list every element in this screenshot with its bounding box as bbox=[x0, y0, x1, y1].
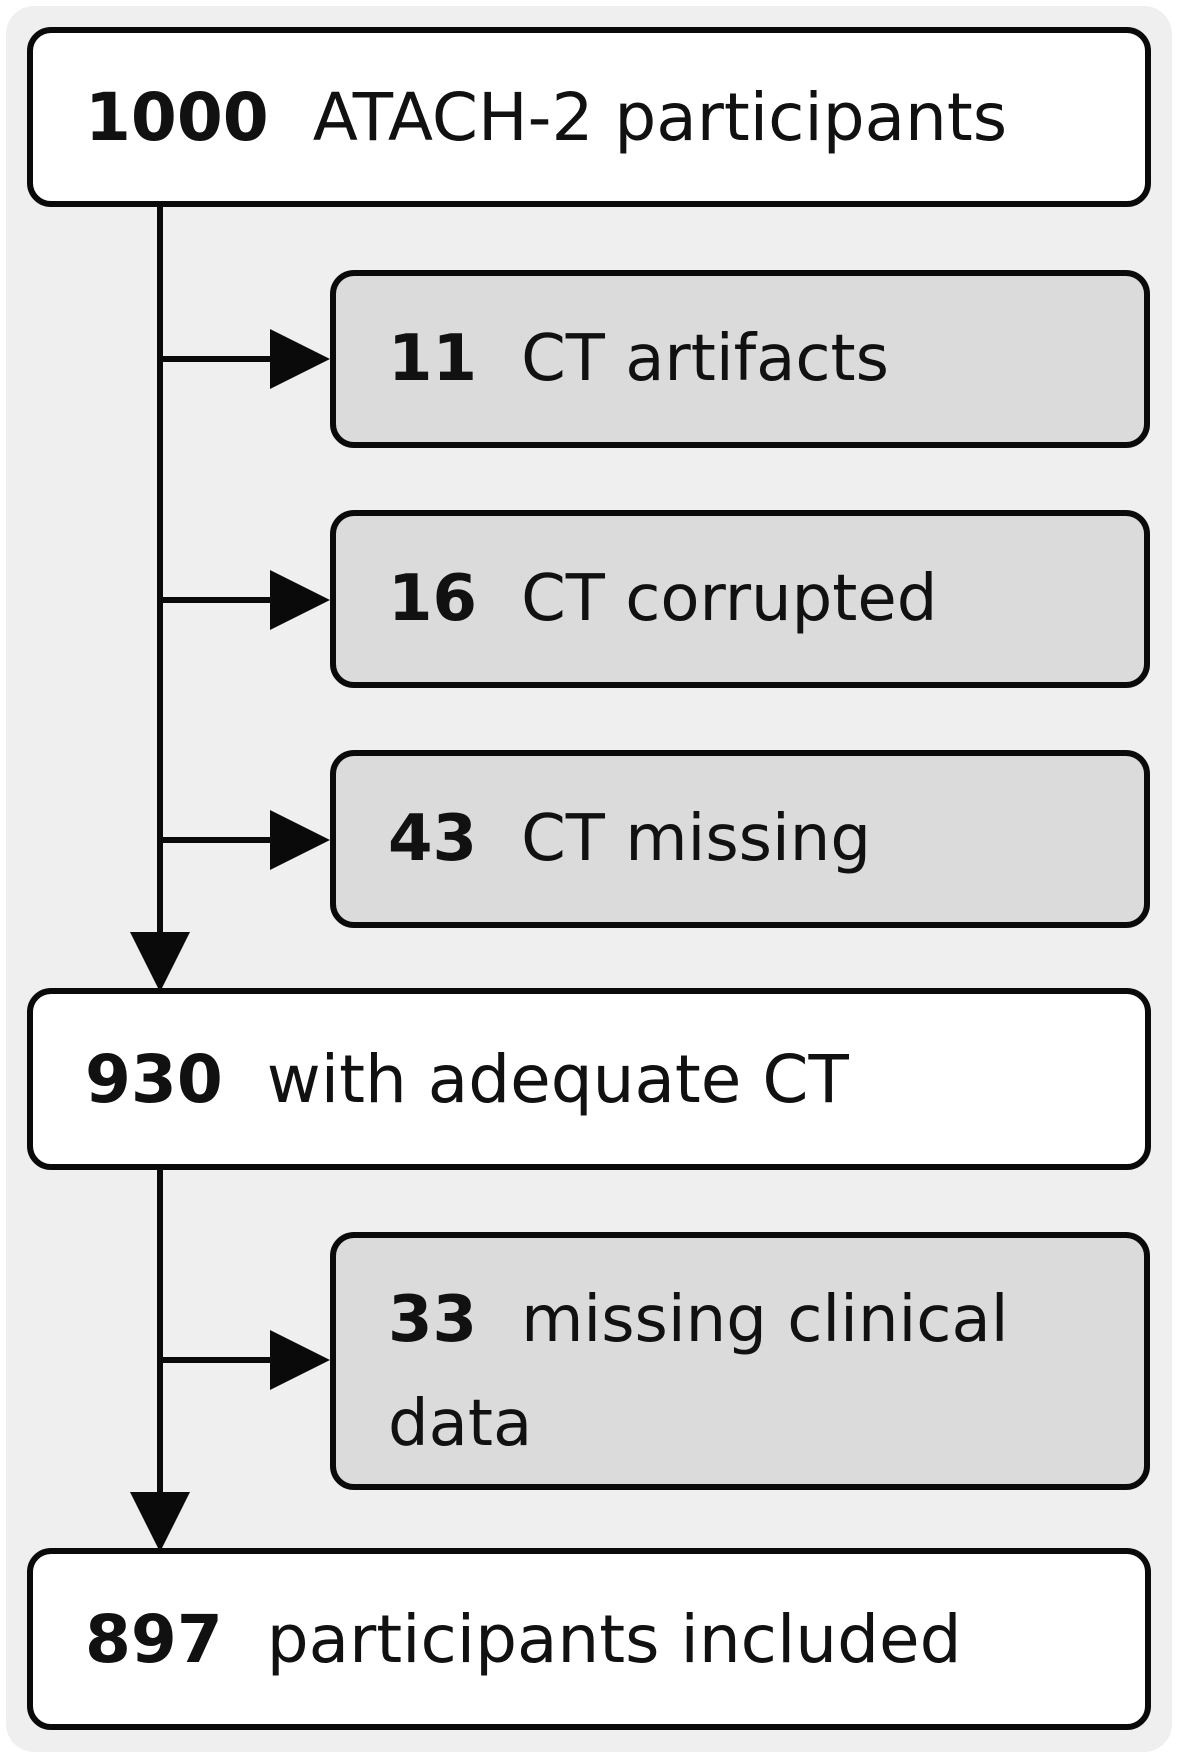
exclusion-label: CT missing bbox=[521, 802, 871, 876]
exclusion-box-missing: 43 CT missing bbox=[330, 750, 1150, 928]
exclusion-count: 11 bbox=[388, 322, 478, 396]
included-box: 897 participants included bbox=[27, 1548, 1151, 1730]
exclusion-box-corrupted: 16 CT corrupted bbox=[330, 510, 1150, 688]
adequate-ct-label: with adequate CT bbox=[266, 1040, 849, 1118]
enrolled-box: 1000 ATACH-2 participants bbox=[27, 27, 1151, 207]
included-count: 897 bbox=[85, 1600, 223, 1678]
exclusion-count: 16 bbox=[388, 562, 478, 636]
adequate-ct-box: 930 with adequate CT bbox=[27, 988, 1151, 1170]
adequate-ct-count: 930 bbox=[85, 1040, 223, 1118]
exclusion-count: 33 bbox=[388, 1283, 478, 1357]
exclusion-box-artifacts: 11 CT artifacts bbox=[330, 270, 1150, 448]
enrolled-label: ATACH-2 participants bbox=[312, 78, 1008, 156]
enrolled-count: 1000 bbox=[85, 78, 269, 156]
exclusion-label: missing clinical data bbox=[388, 1283, 1009, 1461]
exclusion-label: CT corrupted bbox=[521, 562, 938, 636]
included-label: participants included bbox=[266, 1600, 962, 1678]
exclusion-count: 43 bbox=[388, 802, 478, 876]
exclusion-label: CT artifacts bbox=[521, 322, 889, 396]
